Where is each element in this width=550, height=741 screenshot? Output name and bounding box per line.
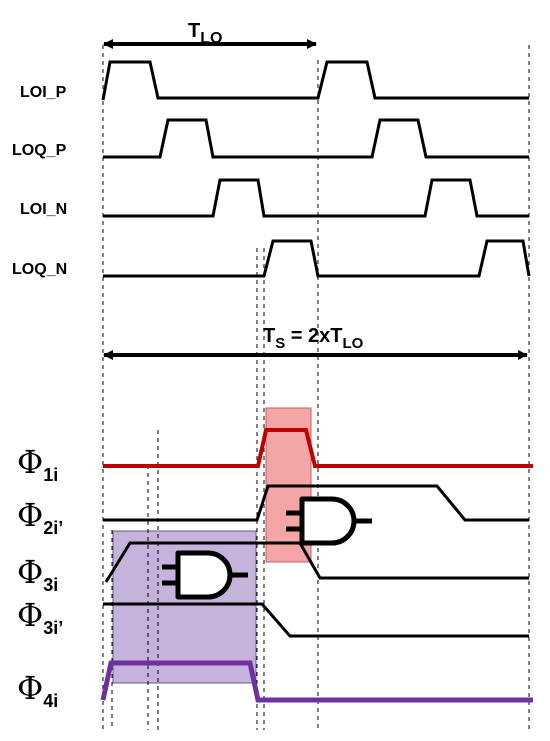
signal-label-loi-p: LOI_P — [20, 84, 67, 101]
phi4-waveform — [100, 660, 533, 703]
phi3p-waveform — [103, 602, 529, 638]
phi1-waveform — [103, 428, 533, 468]
ts-label: TS = 2xTLO — [263, 325, 364, 352]
lo-signals — [101, 60, 531, 278]
signal-label-loq-p: LOQ_P — [12, 142, 67, 159]
and-gate-icon — [286, 496, 372, 546]
phi2-waveform — [103, 484, 529, 522]
phase-label-phi3p: Φ3i’ — [17, 596, 63, 638]
signal-label-loq-n: LOQ_N — [12, 261, 67, 278]
phase-label-phi2: Φ2i’ — [17, 496, 63, 538]
and-gate-icon — [162, 550, 248, 600]
phase-label-phi4: Φ4i — [17, 669, 58, 711]
loq-n-waveform — [103, 239, 531, 278]
loi-n-waveform — [103, 178, 529, 218]
phase-label-phi3: Φ3i — [17, 553, 58, 595]
tlo-label: TLO — [188, 20, 222, 47]
loq-p-waveform — [103, 118, 529, 159]
signal-label-loi-n: LOI_N — [20, 201, 67, 218]
loi-p-waveform — [101, 60, 529, 101]
guide-lines — [102, 45, 530, 730]
phase-label-phi1: Φ1i — [17, 443, 58, 485]
